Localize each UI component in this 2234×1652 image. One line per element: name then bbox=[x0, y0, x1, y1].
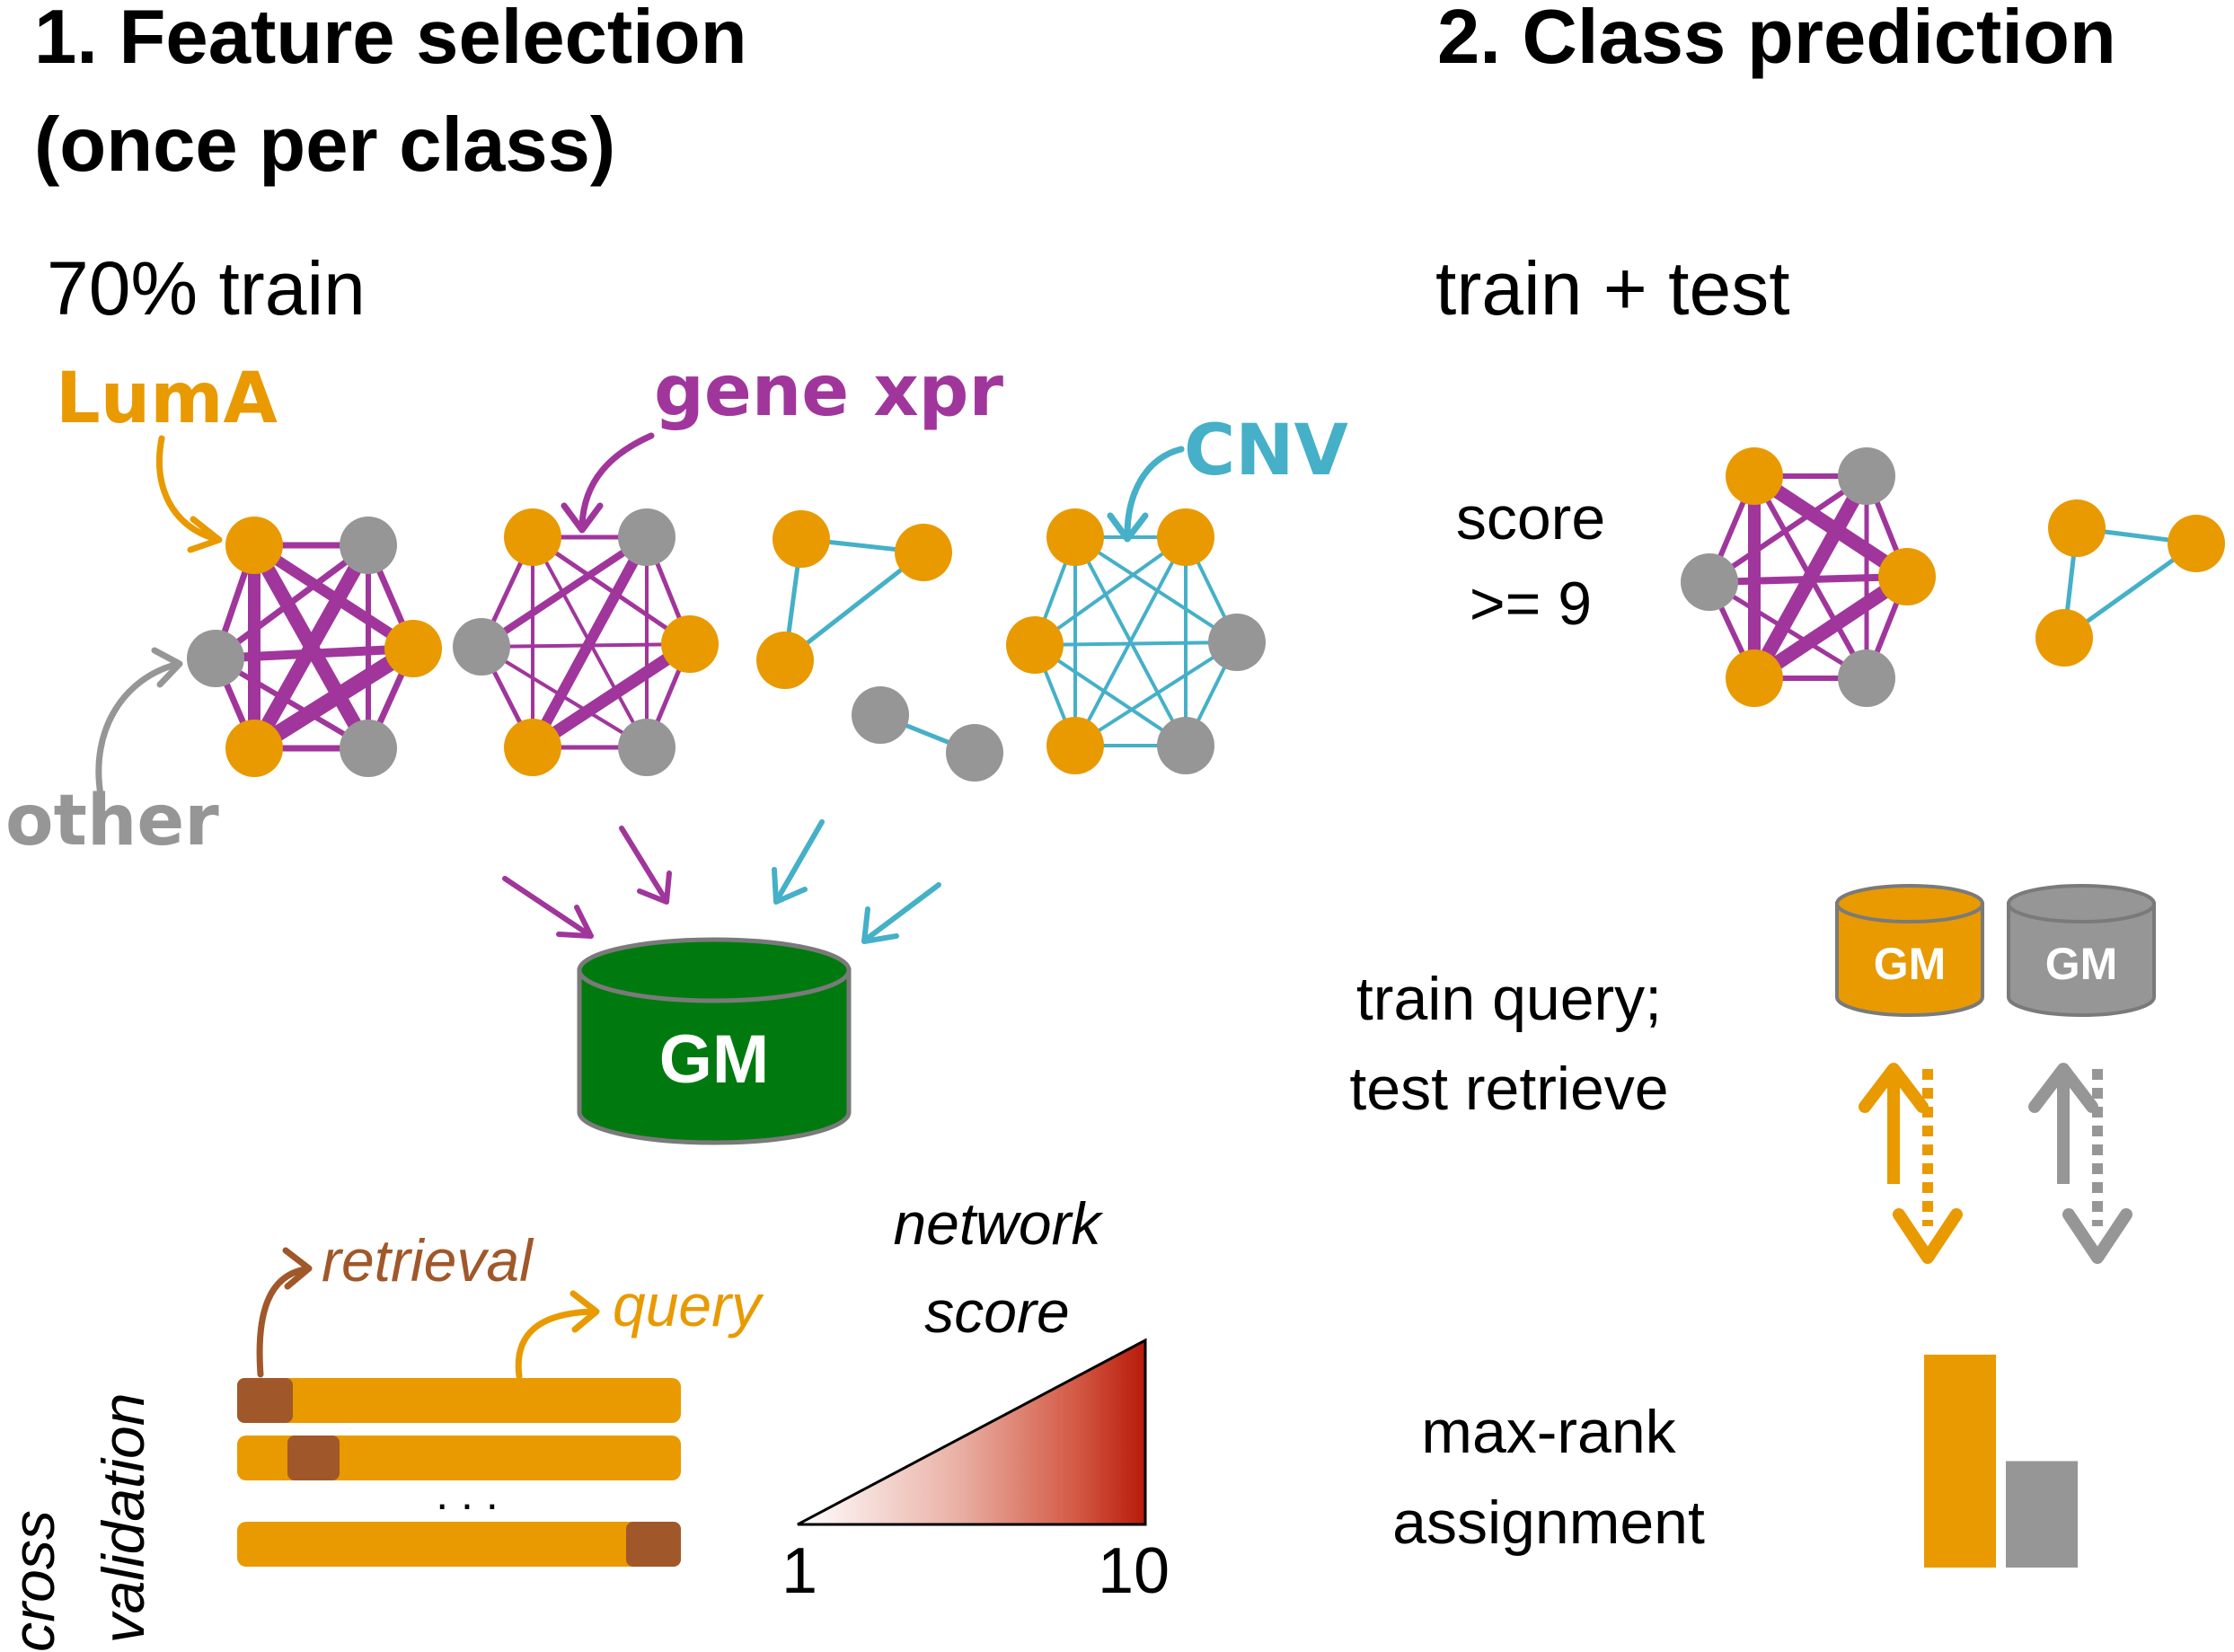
node-orange bbox=[504, 508, 561, 566]
node-orange bbox=[1726, 649, 1783, 707]
gray-query-retrieve-arrows bbox=[2028, 1063, 2132, 1264]
label-cnv: CNV bbox=[1184, 411, 1348, 491]
arrows-into-gm bbox=[502, 819, 941, 944]
node-gray bbox=[618, 508, 675, 566]
node-orange bbox=[2048, 499, 2106, 557]
network-1-luma bbox=[187, 517, 442, 777]
gene-xpr-arrow bbox=[578, 432, 655, 529]
gene-xpr-arrowhead bbox=[561, 502, 604, 534]
assign-text-line2: assignment bbox=[1392, 1489, 1705, 1557]
node-orange bbox=[384, 620, 442, 677]
gm-database-gray: GM bbox=[2007, 884, 2156, 1017]
cnv-arrow bbox=[1124, 446, 1185, 538]
query-arrowhead bbox=[570, 1290, 600, 1333]
gm-orange-label: GM bbox=[1874, 939, 1947, 989]
score-min-label: 1 bbox=[781, 1535, 817, 1607]
query-arrow bbox=[515, 1308, 596, 1380]
fold-ellipsis: . . . bbox=[436, 1469, 498, 1519]
fold-retrieval-block bbox=[626, 1522, 681, 1567]
network-4-cnv bbox=[1006, 508, 1266, 774]
node-orange bbox=[1006, 616, 1064, 674]
luma-arrow bbox=[156, 435, 219, 543]
network-3-cnv-small bbox=[756, 510, 1003, 782]
left-subtitle: 70% train bbox=[47, 246, 366, 331]
label-gene-xpr: gene xpr bbox=[654, 351, 1003, 432]
cnv-arrowhead bbox=[1107, 512, 1149, 543]
node-gray bbox=[618, 719, 675, 776]
score-threshold-line2: >= 9 bbox=[1470, 570, 1592, 638]
selected-network-purple bbox=[1681, 447, 1936, 707]
rank-bar-orange bbox=[1924, 1355, 1996, 1568]
cv-label-line1: cross bbox=[0, 1510, 66, 1652]
left-title-line2: (once per class) bbox=[34, 102, 615, 188]
node-orange bbox=[895, 524, 952, 581]
gm-database-cylinder: GM bbox=[577, 937, 852, 1145]
node-orange bbox=[661, 615, 719, 673]
node-orange bbox=[225, 517, 283, 574]
node-orange bbox=[225, 720, 283, 777]
left-title-line1: 1. Feature selection bbox=[34, 0, 747, 80]
fold-retrieval-block bbox=[237, 1378, 293, 1423]
node-orange bbox=[504, 719, 561, 776]
score-threshold-line1: score bbox=[1456, 484, 1605, 552]
node-orange bbox=[756, 632, 814, 689]
retrieval-arrowhead bbox=[282, 1247, 313, 1290]
rank-bars bbox=[1924, 1355, 2078, 1568]
query-label: query bbox=[613, 1272, 764, 1338]
node-orange bbox=[1157, 508, 1214, 566]
node-gray bbox=[187, 630, 244, 687]
fold-bar bbox=[237, 1378, 681, 1423]
query-text-line1: train query; bbox=[1356, 965, 1662, 1033]
selected-network-cyan bbox=[2035, 499, 2225, 667]
network-2-gene-xpr bbox=[453, 508, 719, 776]
assign-text-line1: max-rank bbox=[1421, 1398, 1676, 1466]
node-gray bbox=[1838, 447, 1895, 505]
cv-label-line2: validation bbox=[90, 1393, 156, 1644]
query-text-line2: test retrieve bbox=[1349, 1055, 1668, 1123]
other-arrowhead bbox=[151, 647, 183, 688]
score-max-label: 10 bbox=[1098, 1535, 1170, 1607]
gm-label: GM bbox=[659, 1021, 769, 1098]
fold-bar bbox=[237, 1436, 681, 1480]
retrieval-label: retrieval bbox=[322, 1227, 534, 1294]
score-gradient-wedge bbox=[797, 1338, 1147, 1526]
right-title: 2. Class prediction bbox=[1437, 0, 2116, 80]
node-gray bbox=[340, 517, 397, 574]
node-gray bbox=[946, 724, 1003, 782]
label-luma: LumA bbox=[56, 358, 278, 439]
node-orange bbox=[2035, 609, 2093, 667]
node-orange bbox=[1046, 508, 1104, 566]
label-other: other bbox=[5, 781, 219, 861]
node-orange bbox=[1878, 548, 1936, 605]
gm-gray-label: GM bbox=[2045, 939, 2118, 989]
right-subtitle: train + test bbox=[1435, 246, 1790, 331]
fold-retrieval-block bbox=[287, 1436, 340, 1480]
fold-bar bbox=[237, 1522, 681, 1567]
gm-database-orange: GM bbox=[1835, 884, 1984, 1017]
node-gray bbox=[340, 720, 397, 777]
node-gray bbox=[453, 618, 510, 676]
retrieval-arrow bbox=[256, 1266, 309, 1378]
other-arrow bbox=[95, 661, 179, 799]
rank-bar-gray bbox=[2006, 1461, 2078, 1568]
node-gray bbox=[1157, 717, 1214, 774]
node-orange bbox=[773, 510, 830, 568]
node-orange bbox=[1726, 447, 1783, 505]
luma-arrowhead bbox=[187, 516, 223, 553]
node-orange bbox=[2168, 515, 2225, 572]
node-gray bbox=[852, 686, 909, 744]
score-scale-title-line1: network bbox=[893, 1190, 1103, 1257]
node-gray bbox=[1838, 649, 1895, 707]
score-scale-title-line2: score bbox=[924, 1278, 1069, 1345]
orange-query-retrieve-arrows bbox=[1859, 1063, 1963, 1264]
node-gray bbox=[1208, 614, 1266, 671]
node-orange bbox=[1046, 717, 1104, 774]
cv-folds bbox=[237, 1378, 681, 1567]
node-gray bbox=[1681, 553, 1738, 611]
